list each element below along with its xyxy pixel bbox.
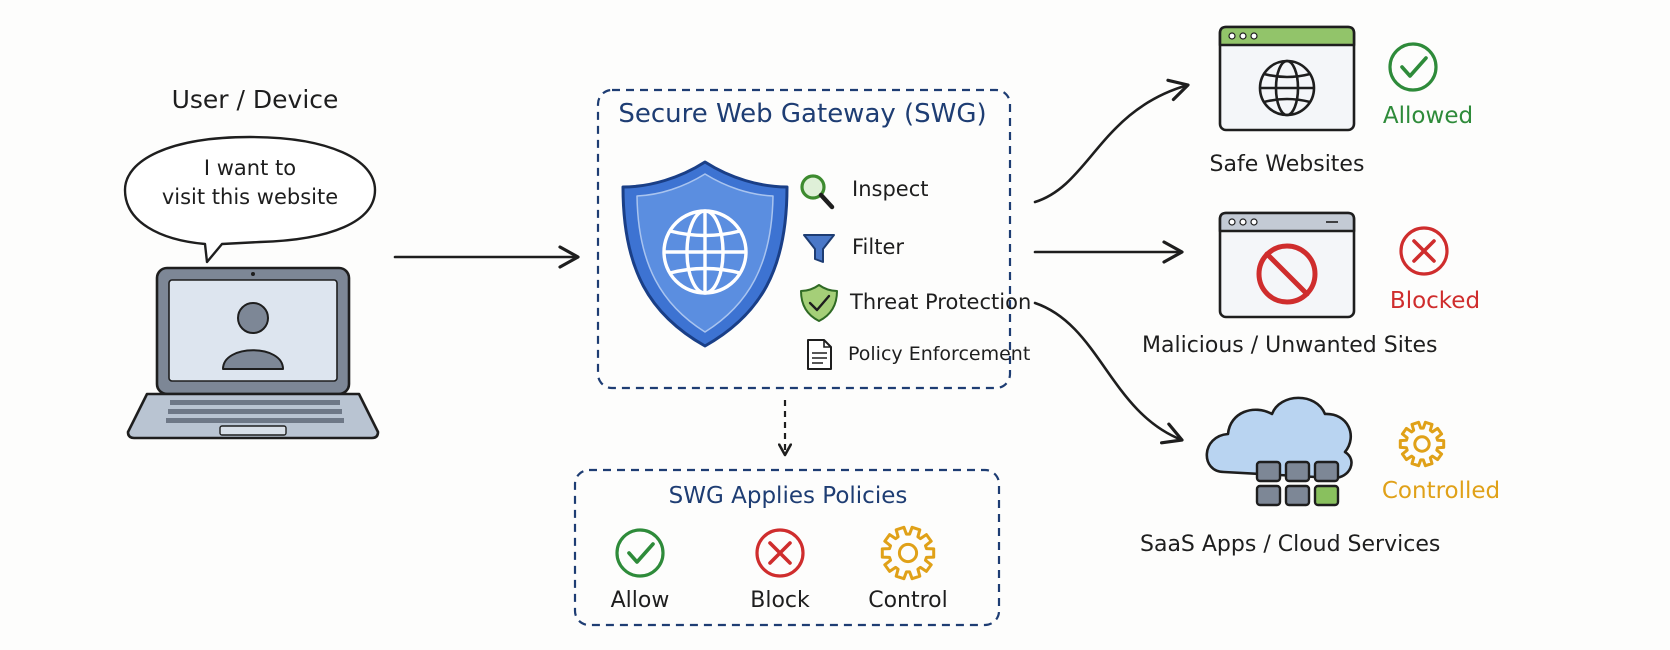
laptop-icon <box>126 266 380 440</box>
prohibited-icon <box>1256 243 1318 305</box>
globe-icon <box>1258 59 1316 117</box>
control-gear-icon <box>880 525 936 581</box>
gear-outline <box>1398 420 1446 468</box>
funnel-icon <box>803 234 835 263</box>
status-controlled: Controlled <box>1381 478 1501 504</box>
destination-malicious-label: Malicious / Unwanted Sites <box>1142 333 1438 358</box>
policies-title: SWG Applies Policies <box>668 483 908 509</box>
feature-inspect: Inspect <box>852 177 929 201</box>
shield-icon <box>621 160 789 348</box>
gear-hub <box>897 542 919 564</box>
status-blocked: Blocked <box>1389 288 1481 314</box>
gateway-title: Secure Web Gateway (SWG) <box>618 99 987 129</box>
policies-box <box>573 468 1001 627</box>
feature-policy-enforcement: Policy Enforcement <box>848 343 1031 365</box>
arrow-to-saas-apps <box>1033 301 1184 445</box>
cloud-apps-icon <box>1205 396 1353 507</box>
arrow-to-safe-websites <box>1033 78 1190 204</box>
policy-block-label: Block <box>750 588 810 613</box>
allowed-check-icon <box>1388 42 1438 92</box>
speech-bubble-line-1: I want to <box>203 156 297 180</box>
browser-window-safe <box>1218 25 1356 132</box>
policy-allow-label: Allow <box>610 588 670 613</box>
speech-bubble-line-2: visit this website <box>161 185 339 210</box>
document-icon <box>807 339 832 370</box>
feature-filter: Filter <box>852 235 905 259</box>
globe-icon <box>662 209 748 295</box>
feature-threat-protection: Threat Protection <box>850 290 1032 314</box>
shield-check-icon <box>800 284 838 322</box>
gear-hub <box>1413 435 1431 453</box>
status-allowed: Allowed <box>1382 103 1474 129</box>
destination-saas-label: SaaS Apps / Cloud Services <box>1140 532 1441 557</box>
allow-check-icon <box>615 528 665 578</box>
block-x-icon <box>755 528 805 578</box>
user-device-title: User / Device <box>171 85 339 114</box>
destination-safe-label: Safe Websites <box>1209 152 1365 177</box>
controlled-gear-icon <box>1398 420 1446 468</box>
policy-control-label: Control <box>868 588 948 613</box>
speech-bubble <box>123 135 377 264</box>
gear-outline <box>880 525 936 581</box>
user-avatar-icon <box>222 302 284 370</box>
browser-window-malicious <box>1218 211 1356 319</box>
gateway-box <box>596 88 1012 390</box>
magnifier-icon <box>800 174 835 210</box>
blocked-x-icon <box>1399 226 1449 276</box>
speech-bubble-text: I want to visit this website <box>125 154 375 213</box>
